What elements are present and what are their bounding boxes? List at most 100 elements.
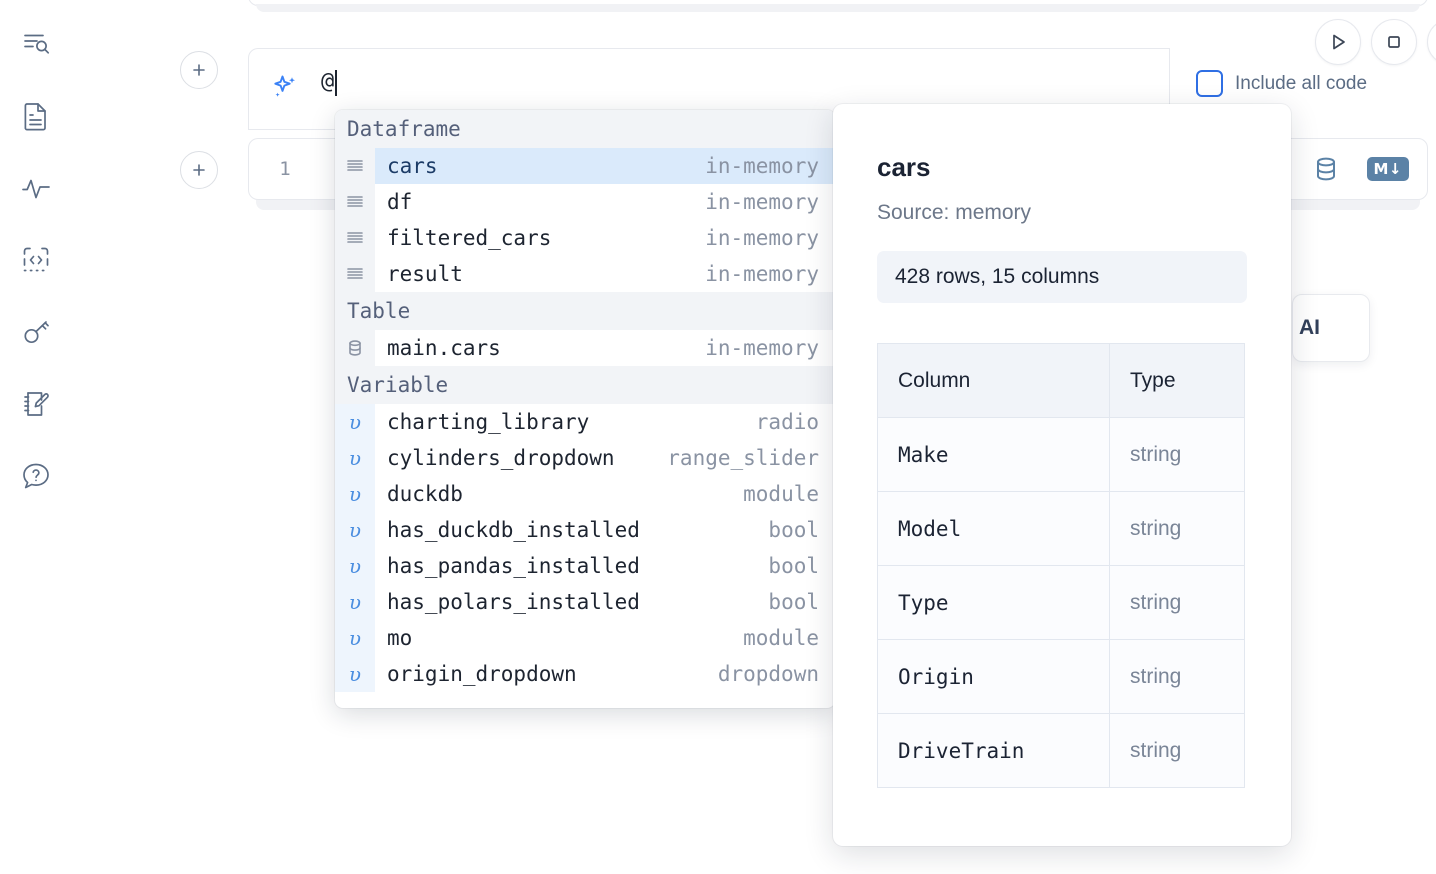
autocomplete-item[interactable]: υ has_polars_installed bool — [335, 584, 835, 620]
ai-prompt-value: @ — [321, 69, 335, 94]
sidebar-item-activity[interactable] — [12, 162, 60, 214]
plus-icon — [193, 164, 205, 176]
upsilon-variable-icon: υ — [348, 410, 362, 434]
add-cell-below-button[interactable] — [180, 151, 218, 189]
autocomplete-item-name: has_pandas_installed — [387, 554, 640, 578]
autocomplete-item-icon — [335, 148, 375, 184]
autocomplete-group-header: Table — [335, 292, 835, 330]
autocomplete-item-icon: υ — [335, 656, 375, 692]
autocomplete-item-icon — [335, 184, 375, 220]
autocomplete-item-meta: in-memory — [705, 262, 819, 286]
autocomplete-group-header: Dataframe — [335, 110, 835, 148]
detail-title: cars — [877, 152, 931, 182]
sidebar-item-outline[interactable] — [12, 18, 60, 70]
sidebar-rail — [0, 0, 72, 874]
add-cell-above-button[interactable] — [180, 51, 218, 89]
autocomplete-item-meta: in-memory — [705, 190, 819, 214]
more-actions-button[interactable] — [1427, 19, 1436, 65]
stop-button[interactable] — [1371, 19, 1417, 65]
autocomplete-item-name: cylinders_dropdown — [387, 446, 615, 470]
previous-cell-shadow — [256, 4, 1420, 12]
autocomplete-item-icon: υ — [335, 440, 375, 476]
detail-source: Source: memory — [877, 201, 1032, 224]
autocomplete-item-icon: υ — [335, 584, 375, 620]
sidebar-item-snippets[interactable] — [12, 234, 60, 286]
autocomplete-item-name: result — [387, 262, 463, 286]
dataframe-detail-popover: cars Source: memory 428 rows, 15 columns… — [833, 104, 1291, 846]
autocomplete-item-meta: bool — [768, 518, 819, 542]
autocomplete-item-meta: radio — [755, 410, 819, 434]
help-chat-icon — [23, 463, 49, 489]
autocomplete-item-meta: module — [743, 482, 819, 506]
autocomplete-item-name: charting_library — [387, 410, 590, 434]
autocomplete-group-header: Variable — [335, 366, 835, 404]
autocomplete-item-name: origin_dropdown — [387, 662, 577, 686]
upsilon-variable-icon: υ — [348, 626, 362, 650]
sidebar-item-files[interactable] — [12, 90, 60, 142]
autocomplete-item-name: df — [387, 190, 413, 214]
autocomplete-item-name: has_polars_installed — [387, 590, 640, 614]
schema-column-type: string — [1109, 417, 1245, 492]
autocomplete-item-meta: bool — [768, 590, 819, 614]
sidebar-item-help[interactable] — [12, 450, 60, 502]
autocomplete-item-icon: υ — [335, 548, 375, 584]
autocomplete-item[interactable]: result in-memory — [335, 256, 835, 292]
key-secrets-icon — [24, 321, 49, 344]
schema-column-name: Origin — [877, 639, 1110, 714]
schema-type-header: Type — [1109, 343, 1245, 418]
markdown-icon[interactable]: M↓ — [1366, 157, 1409, 181]
stop-square-icon — [1388, 36, 1400, 48]
autocomplete-item[interactable]: υ origin_dropdown dropdown — [335, 656, 835, 692]
autocomplete-item[interactable]: df in-memory — [335, 184, 835, 220]
autocomplete-item-icon: υ — [335, 476, 375, 512]
schema-column-type: string — [1109, 565, 1245, 640]
explore-outline-icon — [24, 34, 50, 54]
include-all-code-row[interactable]: Include all code — [1196, 70, 1367, 97]
autocomplete-item-meta: dropdown — [717, 662, 819, 686]
file-document-icon — [24, 103, 46, 131]
autocomplete-item-meta: bool — [768, 554, 819, 578]
autocomplete-item-icon — [335, 220, 375, 256]
database-icon[interactable] — [1311, 154, 1341, 184]
schema-column-header: Column — [877, 343, 1110, 418]
scratchpad-edit-icon — [24, 392, 49, 416]
upsilon-variable-icon: υ — [348, 482, 362, 506]
sidebar-item-secrets[interactable] — [12, 306, 60, 358]
schema-column-type: string — [1109, 713, 1245, 788]
dataframe-rows-icon — [347, 268, 363, 279]
schema-column-name: Model — [877, 491, 1110, 566]
run-button[interactable] — [1315, 19, 1361, 65]
include-all-code-checkbox[interactable] — [1196, 70, 1223, 97]
ai-prompt-input[interactable]: @ — [321, 49, 1169, 131]
schema-table-header-row: Column Type — [877, 343, 1245, 418]
schema-column-type: string — [1109, 491, 1245, 566]
schema-column-name: DriveTrain — [877, 713, 1110, 788]
sparkles-icon — [249, 49, 321, 131]
autocomplete-item[interactable]: υ charting_library radio — [335, 404, 835, 440]
detail-shape-badge: 428 rows, 15 columns — [877, 251, 1247, 303]
schema-column-type: string — [1109, 639, 1245, 714]
upsilon-variable-icon: υ — [348, 518, 362, 542]
sidebar-item-scratchpad[interactable] — [12, 378, 60, 430]
play-icon — [1333, 34, 1345, 50]
code-snippet-icon — [23, 247, 49, 272]
cell-actions: M↓ — [1311, 154, 1409, 184]
autocomplete-item-meta: in-memory — [705, 336, 819, 360]
upsilon-variable-icon: υ — [348, 446, 362, 470]
autocomplete-item-name: filtered_cars — [387, 226, 552, 250]
ai-assist-chip[interactable]: AI — [1292, 294, 1370, 362]
autocomplete-item[interactable]: υ has_pandas_installed bool — [335, 548, 835, 584]
